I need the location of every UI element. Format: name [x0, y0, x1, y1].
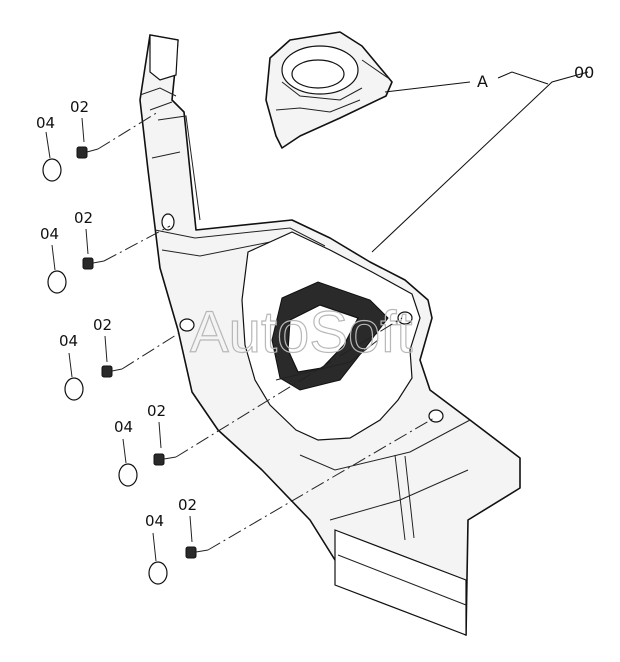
assembly-leader [371, 71, 589, 253]
fastener-group-4: 04 02 [114, 317, 403, 487]
screw-icon [82, 257, 105, 270]
callout-cap-2: 04 [40, 225, 59, 243]
cap-icon [47, 244, 67, 294]
callout-screw-1: 02 [70, 98, 89, 116]
screw-icon [185, 546, 209, 559]
watermark-text: AutoSoft [190, 300, 412, 365]
screw-icon [153, 453, 177, 466]
screw-icon [101, 365, 123, 378]
fastener-group-2: 04 02 [40, 209, 171, 294]
cap-icon [64, 352, 84, 401]
callout-screw-4: 02 [147, 402, 166, 420]
console-cover-panel [139, 34, 521, 636]
callout-detail-a: A [477, 72, 488, 91]
callout-cap-4: 04 [114, 418, 133, 436]
cup-holder-insert [265, 31, 393, 149]
callout-cap-3: 04 [59, 332, 78, 350]
callout-cap-5: 04 [145, 512, 164, 530]
fastener-group-3: 04 02 [59, 316, 185, 401]
fastener-group-1: 04 02 [36, 98, 159, 182]
callout-screw-3: 02 [93, 316, 112, 334]
screw-icon [76, 146, 99, 159]
fastener-group-5: 04 02 [145, 417, 435, 585]
cap-icon [42, 131, 62, 182]
cap-icon [148, 532, 168, 585]
callout-screw-5: 02 [178, 496, 197, 514]
callout-assembly: 00 [574, 63, 594, 82]
cap-icon [118, 438, 138, 487]
callout-screw-2: 02 [74, 209, 93, 227]
callout-cap-1: 04 [36, 114, 55, 132]
